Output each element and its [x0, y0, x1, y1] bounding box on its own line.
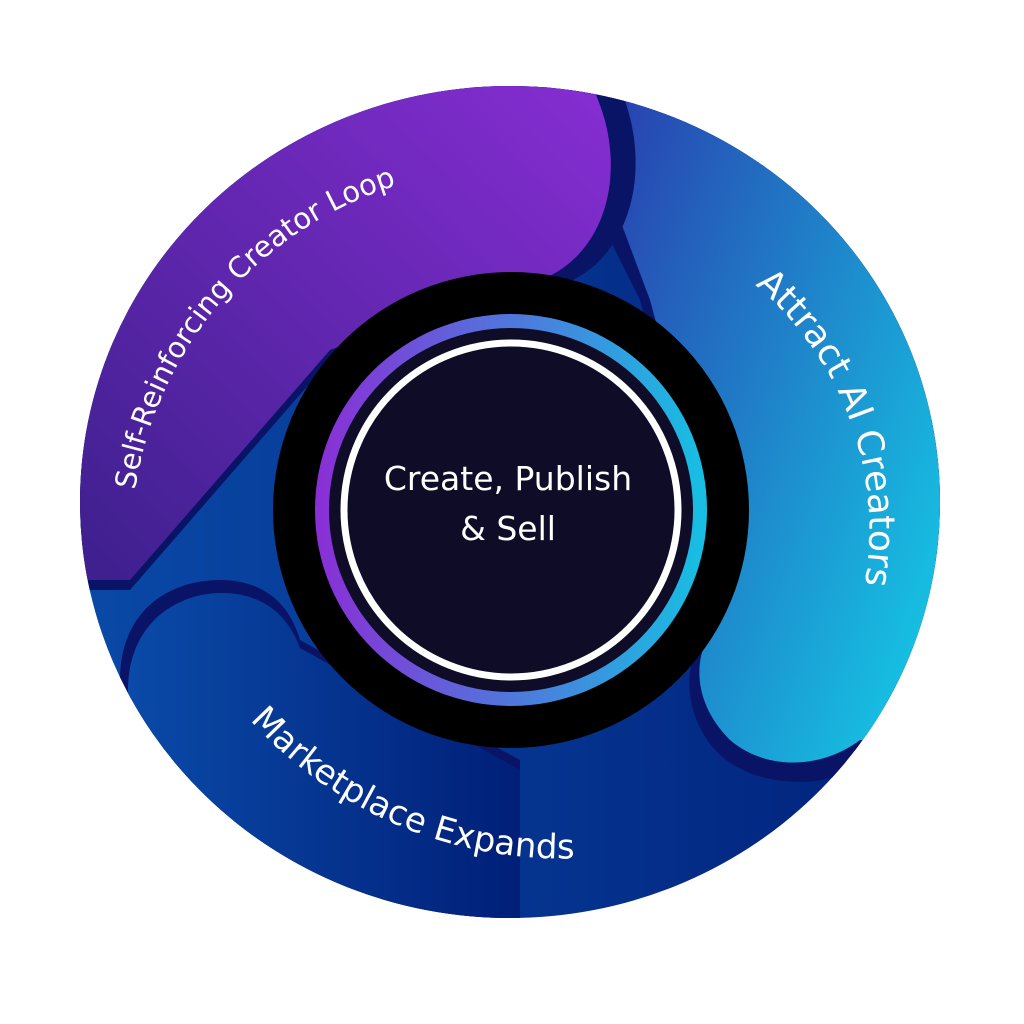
white-ring: [340, 339, 682, 681]
core-circle: [329, 328, 693, 692]
center-label-line1: Create, Publish: [384, 459, 632, 498]
center-label-line2: & Sell: [460, 509, 556, 548]
